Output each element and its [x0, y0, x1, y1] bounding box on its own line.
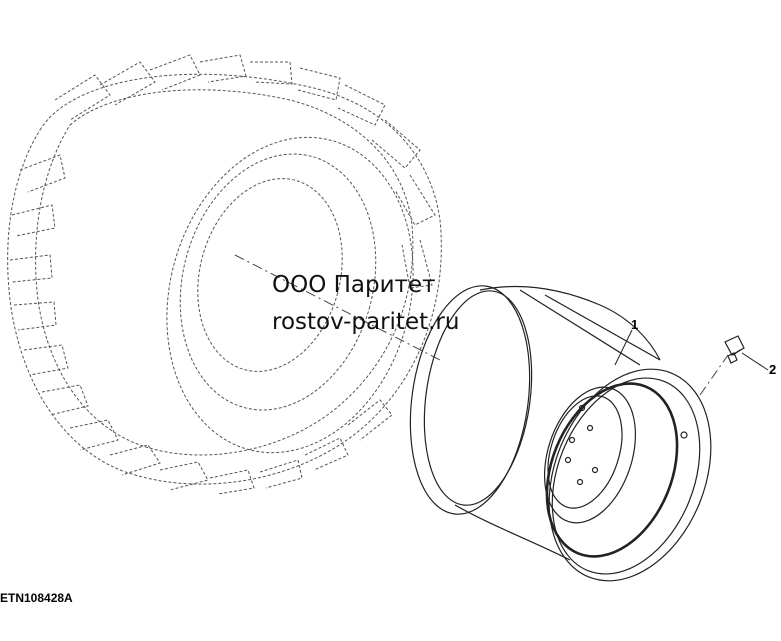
callout-1: 1: [631, 317, 639, 332]
callout-2: 2: [769, 362, 777, 377]
tire-phantom-outline: [7, 73, 442, 485]
tire-tread-lugs: [9, 54, 436, 495]
assembly-axis-line: [234, 254, 729, 396]
wheel-rim: [409, 285, 712, 582]
watermark-company: ООО Паритет: [272, 272, 436, 298]
valve-stem: [724, 335, 745, 364]
figure-id: ETN108428A: [0, 591, 73, 605]
callout-leaders: [614, 329, 769, 371]
watermark-url: rostov-paritet.ru: [272, 309, 460, 335]
